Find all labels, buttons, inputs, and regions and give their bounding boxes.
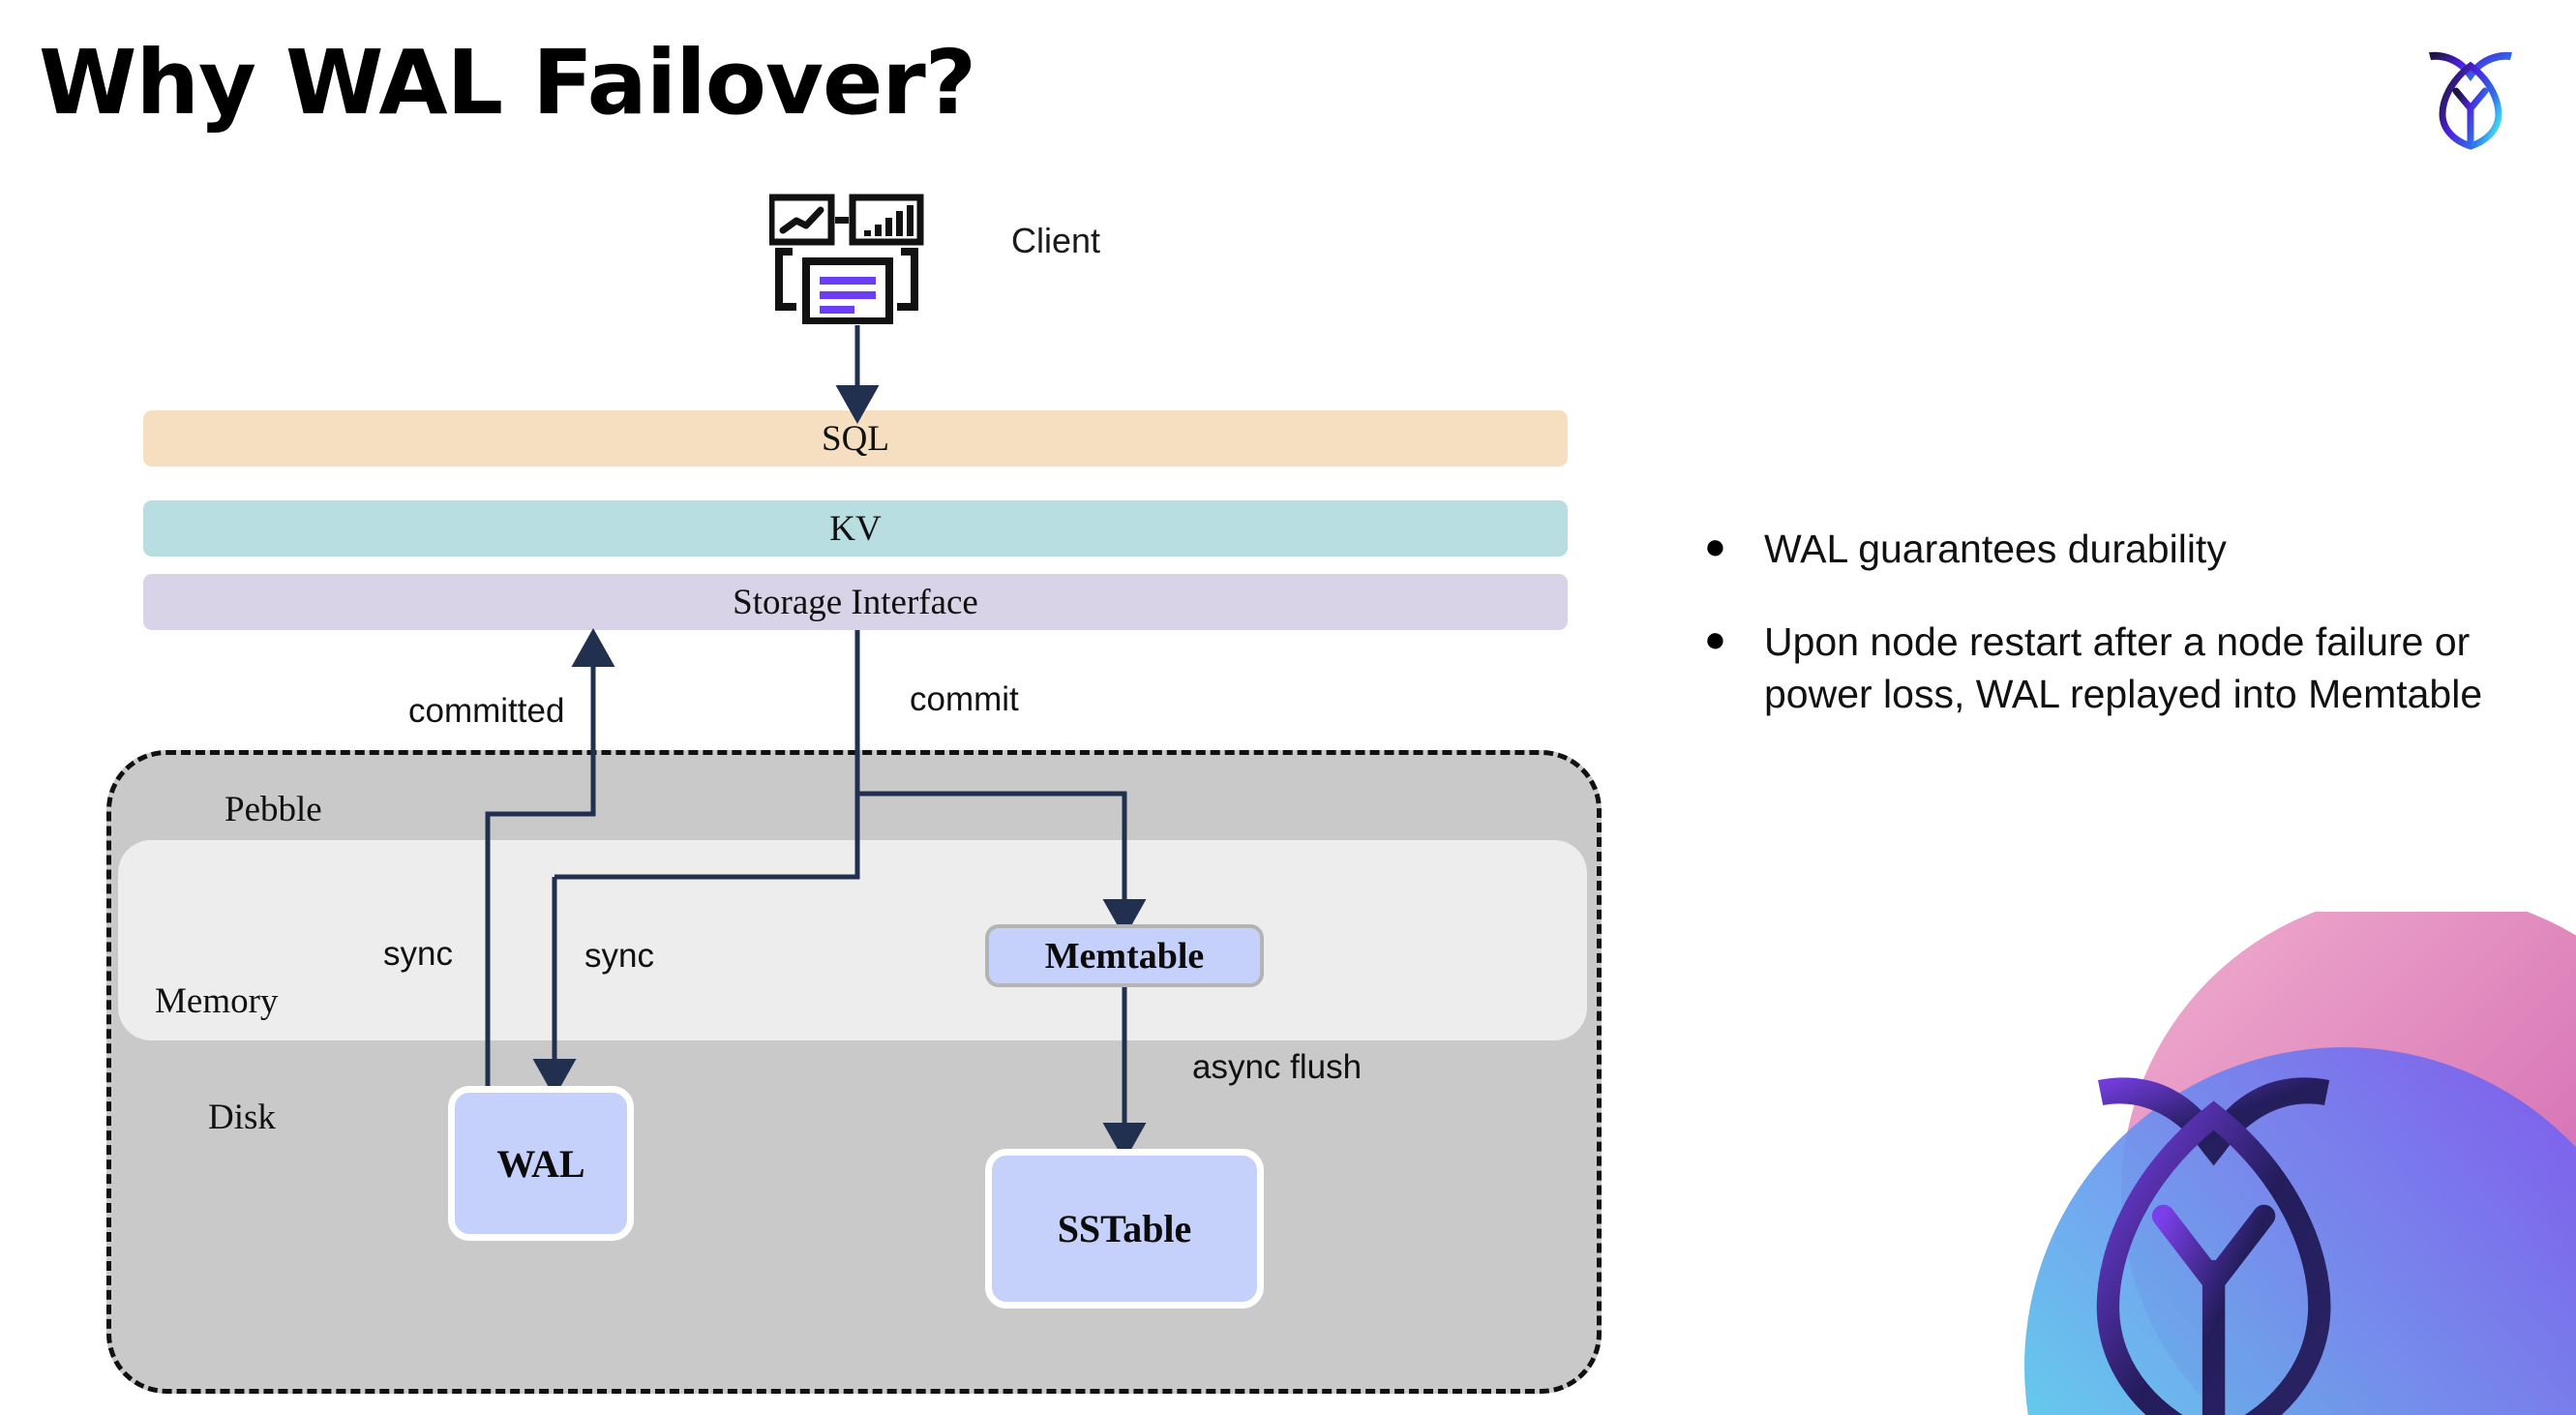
node-wal: WAL — [448, 1086, 634, 1241]
pebble-label: Pebble — [225, 790, 322, 829]
layer-bar-kv: KV — [143, 500, 1568, 557]
list-item: ● Upon node restart after a node failure… — [1698, 616, 2531, 720]
edge-label-async-flush: async flush — [1192, 1048, 1363, 1086]
memory-label: Memory — [155, 981, 279, 1021]
cockroachdb-logo-icon — [2417, 37, 2524, 153]
layer-bar-sql: SQL — [143, 410, 1568, 467]
layer-bar-kv-label: KV — [829, 508, 882, 549]
node-sstable: SSTable — [985, 1149, 1264, 1309]
disk-label: Disk — [208, 1098, 276, 1137]
bullet-text: Upon node restart after a node failure o… — [1764, 619, 2483, 717]
node-memtable-label: Memtable — [1044, 935, 1205, 977]
edge-label-commit: commit — [910, 680, 1019, 718]
layer-bar-sql-label: SQL — [822, 418, 889, 459]
bullet-marker-icon: ● — [1704, 527, 1726, 567]
client-label: Client — [1011, 221, 1101, 260]
edge-label-sync-storage: sync — [383, 935, 453, 973]
edge-label-sync-memtable: sync — [584, 937, 654, 975]
edge-label-committed: committed — [408, 692, 565, 730]
node-sstable-label: SSTable — [1057, 1207, 1192, 1250]
memory-region — [118, 840, 1587, 1040]
bullet-text: WAL guarantees durability — [1764, 527, 2227, 571]
bullet-marker-icon: ● — [1704, 619, 1726, 661]
notes-panel: ● WAL guarantees durability ● Upon node … — [1698, 523, 2531, 761]
list-item: ● WAL guarantees durability — [1698, 523, 2531, 575]
layer-bar-storage-label: Storage Interface — [733, 582, 978, 622]
client-dashboard-icon — [767, 194, 924, 325]
decorative-logo-artwork — [1957, 912, 2576, 1415]
node-memtable: Memtable — [985, 924, 1264, 987]
node-wal-label: WAL — [496, 1141, 585, 1186]
page-title: Why WAL Failover? — [39, 31, 976, 135]
layer-bar-storage-interface: Storage Interface — [143, 574, 1568, 630]
